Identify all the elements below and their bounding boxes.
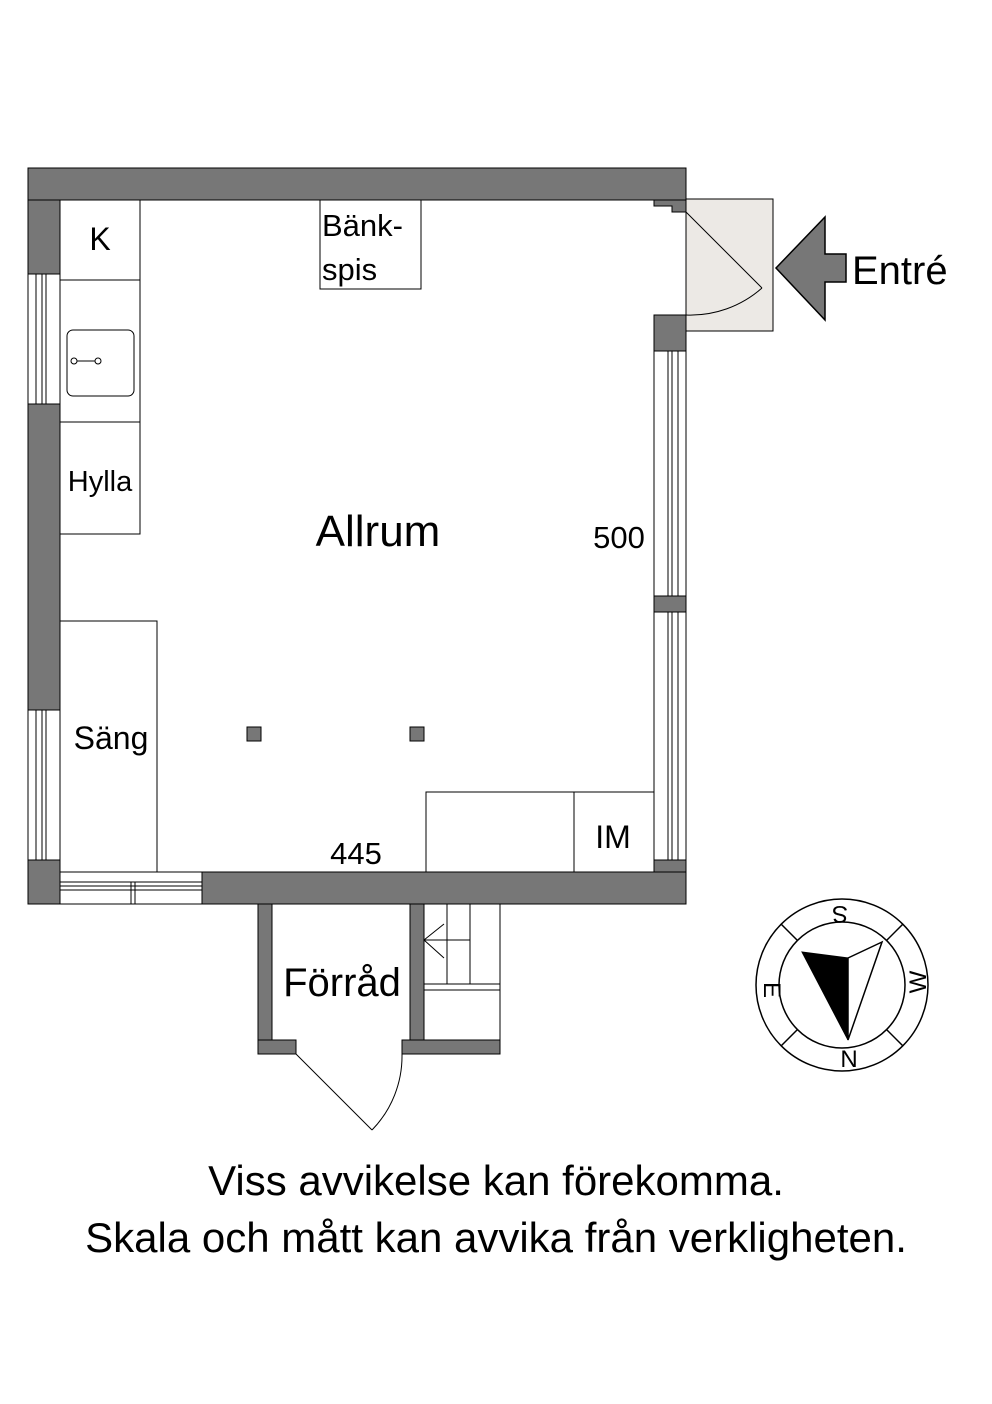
label-entrance: Entré [852,249,948,293]
compass-west-label: W [905,970,932,993]
label-main-room: Allrum [316,507,441,556]
window-right-lower [653,611,687,861]
entry-mat [685,198,774,332]
compass-north-label: N [840,1046,857,1073]
shelf [59,421,141,535]
column-left [246,726,262,742]
label-stove-line2: spis [322,252,377,287]
window-bottom [59,871,203,905]
compass-south-label: S [832,900,848,927]
compass-rose-icon: S W N E [755,898,932,1073]
wall-storage-left [257,903,273,1055]
windows [27,273,687,905]
label-bed: Säng [74,720,149,756]
window-left-lower [27,709,61,861]
sink-drain [70,357,78,365]
wall-storage-bottom-right [401,1039,501,1055]
disclaimer-line-2: Skala och mått kan avvika från verklighe… [85,1214,907,1261]
label-kitchen-unit: K [89,221,110,257]
wall-left-mid [27,403,61,711]
label-dimension-depth: 500 [593,520,645,555]
wall-bottom [201,871,687,905]
wall-top [27,167,687,201]
fixtures [59,199,655,1041]
column-right [409,726,425,742]
entrance-door [685,211,763,316]
label-stove: Bänk- [322,208,403,243]
label-storage: Förråd [283,961,401,1005]
compass-east-label: E [758,982,785,998]
wall-storage-bottom-left [257,1039,297,1055]
entrance-arrow-icon [774,215,847,322]
walls [27,167,687,1055]
window-left-upper [27,273,61,405]
wall-top-right-corner [653,199,687,213]
stair-arrow-head [423,923,445,959]
doors [295,211,763,1131]
stove [319,199,422,290]
sink-tap [94,357,102,365]
label-shelf: Hylla [68,466,133,498]
sink-basin [66,329,135,397]
wall-right-mullion [653,595,687,613]
counter-bottom [425,791,575,873]
bed [59,620,158,873]
washer [573,791,655,873]
window-right-upper [653,350,687,597]
label-washer: IM [595,819,631,855]
sink-counter [59,279,141,423]
storage-door [295,1053,403,1131]
wall-right-pier [653,314,687,352]
wall-left-lower [27,859,61,905]
label-dimension-width: 445 [330,836,382,871]
wall-storage-mid [409,903,425,1055]
wall-left-upper [27,199,61,275]
disclaimer-line-1: Viss avvikelse kan förekomma. [208,1157,784,1204]
stair-block [423,903,501,1041]
